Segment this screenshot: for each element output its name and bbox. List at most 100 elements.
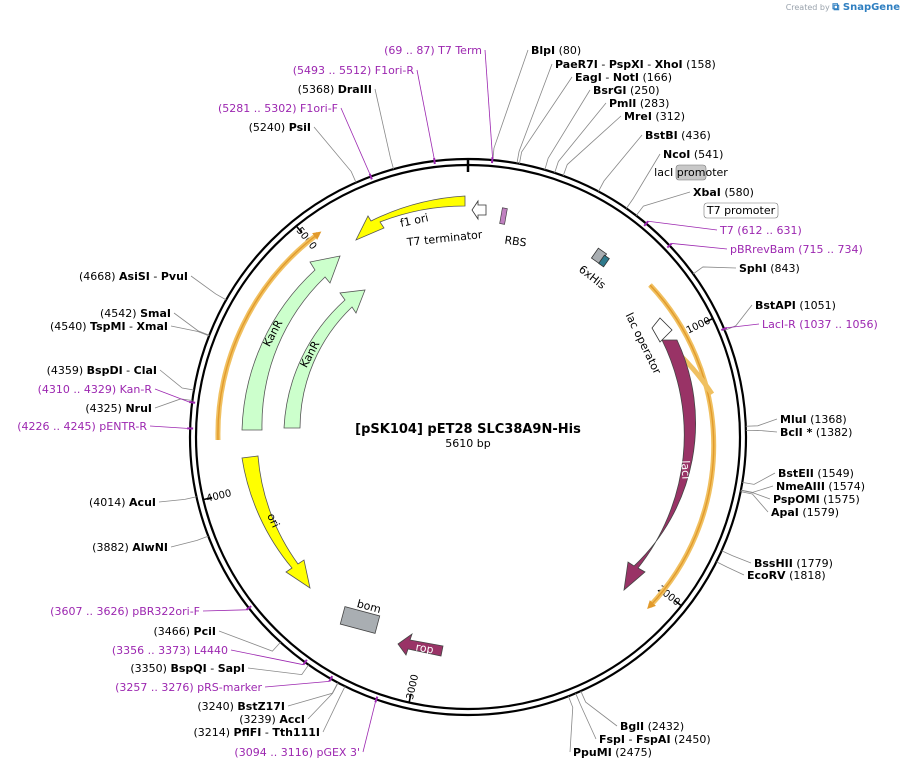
enzyme-leader [287,682,339,707]
enzyme-label[interactable]: PaeR7I - PspXI - XhoI (158) [555,58,716,71]
primer-label[interactable]: pBRrevBam (715 .. 734) [730,243,863,256]
primer-label[interactable]: (5493 .. 5512) F1ori-R [293,64,415,77]
primer-label[interactable]: (3257 .. 3276) pRS-marker [115,681,262,694]
enzyme-label-part: EcoRV [747,569,786,582]
plasmid-name: [pSK104] pET28 SLC38A9N-His [355,422,581,437]
enzyme-label[interactable]: NcoI (541) [663,148,723,161]
primer-label[interactable]: (3094 .. 3116) pGEX 3' [234,746,360,759]
feature-t7-terminator[interactable] [471,199,487,221]
tick-label: 3000 [405,673,421,700]
enzyme-label-part: PmlI [609,97,636,110]
feature-6xhis[interactable] [499,207,508,225]
enzyme-label-part: SapI [218,662,245,675]
enzyme-label-part: (158) [683,58,716,71]
feature-kanr-inner[interactable] [283,289,366,429]
enzyme-label[interactable]: EagI - NotI (166) [575,71,672,84]
primer-label[interactable]: LacI-R (1037 .. 1056) [762,318,878,331]
primer-label[interactable]: T7 (612 .. 631) [719,224,802,237]
primer-label[interactable]: (69 .. 87) T7 Term [384,44,482,57]
enzyme-label-part: BlpI [531,44,555,57]
feature-rop[interactable] [397,632,444,657]
enzyme-leader [716,561,745,576]
primer-label[interactable]: (4310 .. 4329) Kan-R [38,383,153,396]
enzyme-label[interactable]: ApaI (1579) [771,506,839,519]
primer-leader [416,69,435,159]
enzyme-label[interactable]: (3239) AccI [239,713,305,726]
primer-label[interactable]: (4226 .. 4245) pENTR-R [17,420,147,433]
enzyme-label-part: - [602,71,613,84]
enzyme-label[interactable]: BlpI (80) [531,44,581,57]
primer-leader [648,220,718,231]
enzyme-label-part: NruI [125,402,152,415]
enzyme-label[interactable]: BstBI (436) [645,129,711,142]
enzyme-label[interactable]: MluI (1368) [780,413,847,426]
enzyme-leader [518,76,573,164]
enzyme-label[interactable]: FspI - FspAI (2450) [599,733,711,746]
primer-label[interactable]: (3607 .. 3626) pBR322ori-F [50,605,200,618]
enzyme-label-part: (3240) [197,700,237,713]
enzyme-label-part: (4542) [100,307,140,320]
enzyme-label[interactable]: (3350) BspQI - SapI [130,662,245,675]
enzyme-label[interactable]: (4359) BspDI - ClaI [47,364,157,377]
primer-label[interactable]: (5281 .. 5302) F1ori-F [218,102,338,115]
enzyme-label-part: XhoI [655,58,683,71]
leader-lines [149,49,778,753]
feature-label-6xhis: RBS [504,234,528,250]
enzyme-label[interactable]: (4542) SmaI [100,307,171,320]
enzyme-leader [158,496,197,503]
feature-f1-ori[interactable] [355,195,466,241]
feature-laci-promoter[interactable] [651,317,673,343]
enzyme-label[interactable]: EcoRV (1818) [747,569,826,582]
primer-leader [726,323,760,329]
enzyme-label-part: (843) [767,262,800,275]
enzyme-label[interactable]: BssHII (1779) [754,557,833,570]
enzyme-label[interactable]: PpuMI (2475) [573,746,652,759]
enzyme-label[interactable]: PspOMI (1575) [773,493,860,506]
enzyme-leader [598,134,643,192]
enzyme-label[interactable]: (3466) PciI [153,625,216,638]
rbs-label: lacI promoter [654,166,728,179]
enzyme-label-part: (2450) [671,733,711,746]
enzyme-label[interactable]: (4014) AcuI [89,496,156,509]
enzyme-label-part: (2432) [644,720,684,733]
enzyme-label[interactable]: (5240) PsiI [249,121,311,134]
enzyme-label[interactable]: NmeAIII (1574) [776,480,865,493]
enzyme-label[interactable]: (4668) AsiSI - PvuI [79,270,188,283]
enzyme-label-part: AlwNI [132,541,168,554]
enzyme-label[interactable]: SphI (843) [739,262,800,275]
site-labels: BlpI (80)PaeR7I - PspXI - XhoI (158)EagI… [17,44,878,759]
feature-laci[interactable] [623,339,696,591]
enzyme-label-part: PpuMI [573,746,612,759]
feature-bom[interactable] [339,606,381,634]
enzyme-label[interactable]: (3882) AlwNI [92,541,168,554]
enzyme-label[interactable]: BstAPI (1051) [755,299,836,312]
enzyme-label[interactable]: BstEII (1549) [778,467,854,480]
enzyme-label-part: AsiSI [119,270,150,283]
enzyme-label[interactable]: PmlI (283) [609,97,669,110]
enzyme-leader [580,690,618,727]
enzyme-label[interactable]: (4540) TspMI - XmaI [50,320,168,333]
enzyme-label[interactable]: (4325) NruI [85,402,152,415]
t7-promoter-label: T7 promoter [706,204,776,217]
enzyme-leader [154,398,193,409]
enzyme-label[interactable]: (3214) PflFI - Tth111I [193,726,320,739]
enzyme-label-part: (250) [626,84,659,97]
feature-kanr-outer[interactable] [241,255,341,431]
enzyme-label[interactable]: BglI (2432) [620,720,684,733]
enzyme-label[interactable]: (5368) DraIII [298,83,372,96]
feature-rbs-mark[interactable] [598,254,610,268]
enzyme-label[interactable]: XbaI (580) [693,186,754,199]
enzyme-label-part: NmeAIII [776,480,825,493]
enzyme-label-part: DraIII [338,83,372,96]
enzyme-label-part: (312) [652,110,685,123]
enzyme-label-part: (3350) [130,662,170,675]
enzyme-label[interactable]: BclI * (1382) [780,426,852,439]
enzyme-label[interactable]: MreI (312) [624,110,685,123]
primer-label[interactable]: (3356 .. 3373) L4440 [112,644,228,657]
enzyme-label[interactable]: (3240) BstZ17I [197,700,285,713]
enzyme-label-part: (1549) [814,467,854,480]
tick-label: 1000 [685,315,713,336]
feature-ori[interactable] [241,455,311,589]
enzyme-label[interactable]: BsrGI (250) [593,84,660,97]
enzyme-label-part: PaeR7I [555,58,598,71]
